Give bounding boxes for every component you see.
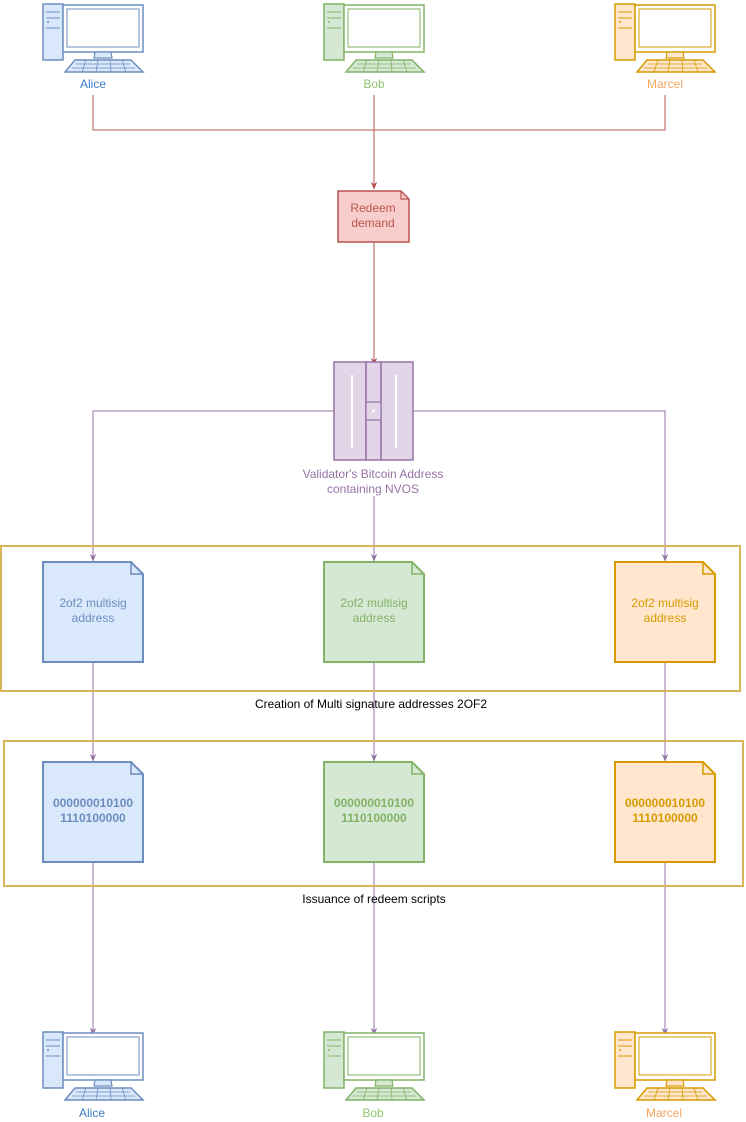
alice-redeem-script-document	[42, 761, 144, 863]
redeem-line2: demand	[351, 216, 394, 230]
marcel-label-top: Marcel	[647, 77, 683, 91]
multisig-group-caption: Creation of Multi signature addresses 2O…	[255, 697, 487, 711]
scripts-group-frame	[3, 740, 744, 887]
alice-computer-icon	[42, 1031, 145, 1101]
alice-script-line1: 000000010100	[53, 796, 133, 810]
bob-computer-icon	[323, 1031, 426, 1101]
validator-to-alice-multisig-arrow	[89, 410, 334, 562]
bob-multisig-line2: address	[353, 611, 396, 625]
validator-to-marcel-multisig-arrow	[414, 410, 669, 562]
alice-label-top: Alice	[80, 77, 106, 91]
redeem-demand-note: Redeem demand	[337, 190, 410, 243]
alice-multisig-line2: address	[72, 611, 115, 625]
alice-label-bottom: Alice	[79, 1106, 105, 1120]
marcel-multisig-document	[614, 561, 716, 663]
redeem-line1: Redeem	[350, 201, 395, 215]
marcel-computer-icon	[614, 3, 717, 73]
marcel-computer-icon	[614, 1031, 717, 1101]
validator-server-icon	[333, 361, 414, 461]
bob-redeem-script-document	[323, 761, 425, 863]
bob-multisig-line1: 2of2 multisig	[340, 596, 407, 610]
alice-script-line2: 1110100000	[60, 811, 126, 825]
marcel-to-redeem-line	[374, 95, 666, 131]
connectors	[89, 95, 669, 1036]
multisig-group-frame	[0, 545, 741, 692]
marcel-multisig-line1: 2of2 multisig	[631, 596, 698, 610]
marcel-script-line1: 000000010100	[625, 796, 705, 810]
alice-to-redeem-line	[92, 95, 374, 131]
validator-label-line2: containing NVOS	[327, 482, 419, 496]
bob-label-bottom: Bob	[362, 1106, 384, 1120]
bob-computer-icon	[323, 3, 426, 73]
bob-multisig-document	[323, 561, 425, 663]
marcel-script-line2: 1110100000	[632, 811, 698, 825]
bob-label-top: Bob	[363, 77, 385, 91]
alice-multisig-document	[42, 561, 144, 663]
marcel-redeem-script-document	[614, 761, 716, 863]
marcel-label-bottom: Marcel	[646, 1106, 682, 1120]
alice-computer-icon	[42, 3, 145, 73]
scripts-group-caption: Issuance of redeem scripts	[302, 892, 445, 906]
alice-multisig-line1: 2of2 multisig	[59, 596, 126, 610]
marcel-multisig-line2: address	[644, 611, 687, 625]
validator-label-line1: Validator's Bitcoin Address	[303, 467, 444, 481]
bob-script-line1: 000000010100	[334, 796, 414, 810]
bob-script-line2: 1110100000	[341, 811, 407, 825]
